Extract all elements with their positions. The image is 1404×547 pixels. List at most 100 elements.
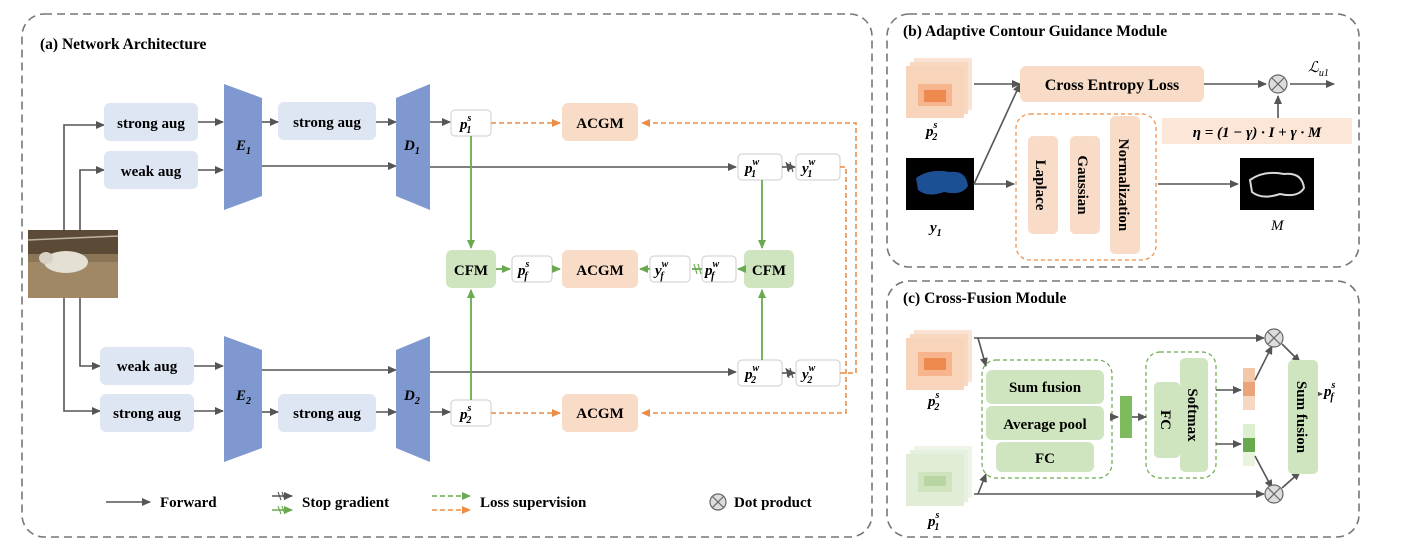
mask-m-label: M: [1270, 218, 1285, 234]
svg-text:Softmax: Softmax: [1184, 388, 1200, 442]
laplace-box: Laplace: [1028, 136, 1058, 234]
average-pool-box: Average pool: [986, 406, 1104, 440]
svg-text:Laplace: Laplace: [1032, 160, 1048, 211]
svg-text:Sum fusion: Sum fusion: [1009, 380, 1082, 396]
svg-text:ACGM: ACGM: [576, 263, 624, 279]
panel-a-border: [21, 13, 873, 538]
dot-product-node-c-bottom: [1264, 484, 1284, 504]
legend: Forward Stop gradient Loss supervision D…: [106, 491, 812, 515]
svg-text:Average pool: Average pool: [1003, 417, 1086, 433]
svg-text:D2: D2: [403, 388, 420, 407]
y1-label-b: y1: [928, 220, 942, 239]
aug-strong-1: strong aug: [104, 103, 198, 141]
svg-text:Gaussian: Gaussian: [1074, 155, 1090, 215]
dot-product-node-c-top: [1264, 328, 1284, 348]
aug-strong-mid-1: strong aug: [278, 102, 376, 140]
aug-strong-mid-2: strong aug: [278, 394, 376, 432]
loss-supervision-arrows: [491, 119, 857, 417]
forward-lines-aug: [194, 118, 737, 416]
acgm-box-top: ACGM: [562, 103, 638, 141]
feature-bar-green: [1120, 396, 1132, 438]
aug-weak-1: weak aug: [104, 151, 198, 189]
svg-text:Forward: Forward: [160, 495, 217, 511]
svg-text:strong aug: strong aug: [113, 406, 181, 422]
svg-text:pwf: pwf: [703, 259, 720, 282]
fc-box-c1: FC: [996, 442, 1094, 472]
svg-text:Sum fusion: Sum fusion: [1293, 381, 1309, 454]
svg-text:weak aug: weak aug: [121, 164, 182, 180]
svg-text:ps2: ps2: [458, 403, 472, 426]
svg-text:FC: FC: [1035, 451, 1055, 467]
dot-product-icon: [709, 493, 727, 511]
input-sheep-image: [27, 230, 119, 298]
panel-a-title: (a) Network Architecture: [40, 36, 207, 53]
acgm-inner-arrows: [973, 80, 1335, 188]
weight-bar-green: [1243, 424, 1255, 466]
svg-text:Normalization: Normalization: [1115, 139, 1131, 232]
fc-box-c2: FC: [1154, 382, 1180, 458]
svg-text:ps1: ps1: [458, 113, 472, 136]
normalization-box: Normalization: [1110, 116, 1140, 254]
dot-product-node-b: [1268, 74, 1288, 94]
stop-gradient-arrows: [782, 161, 796, 379]
y1-mask-image: [906, 158, 974, 210]
svg-text:strong aug: strong aug: [293, 406, 361, 422]
p1s-stack-image-c: [906, 446, 972, 506]
svg-text:strong aug: strong aug: [117, 116, 185, 132]
gaussian-box: Gaussian: [1070, 136, 1100, 234]
cfm-box-left: CFM: [446, 250, 496, 288]
panel-c-title: (c) Cross-Fusion Module: [903, 290, 1066, 307]
svg-text:Stop gradient: Stop gradient: [302, 495, 389, 511]
encoder-2: E2: [224, 336, 262, 462]
svg-text:CFM: CFM: [752, 263, 786, 279]
svg-text:pw1: pw1: [743, 157, 760, 180]
decoder-1: D1: [396, 84, 430, 210]
cfm-inner-arrows: [974, 334, 1323, 498]
svg-text:η = (1 − γ) · I + γ · M: η = (1 − γ) · I + γ · M: [1193, 125, 1322, 141]
cross-entropy-box: Cross Entropy Loss: [1020, 66, 1204, 102]
aug-strong-2: strong aug: [100, 394, 194, 432]
loss-u1-label: ℒu1: [1308, 60, 1329, 79]
svg-text:strong aug: strong aug: [293, 115, 361, 131]
sum-fusion-box-final: Sum fusion: [1288, 360, 1318, 474]
svg-text:ACGM: ACGM: [576, 406, 624, 422]
svg-text:CFM: CFM: [454, 263, 488, 279]
panel-b-title: (b) Adaptive Contour Guidance Module: [903, 23, 1167, 40]
eta-formula-box: η = (1 − γ) · I + γ · M: [1162, 118, 1352, 144]
svg-text:E1: E1: [235, 138, 251, 157]
acgm-box-mid: ACGM: [562, 250, 638, 288]
svg-text:yw1: yw1: [800, 157, 816, 180]
svg-text:ACGM: ACGM: [576, 116, 624, 132]
acgm-box-bottom: ACGM: [562, 394, 638, 432]
stop-gradient-legend-icon: [272, 491, 293, 515]
aug-weak-2: weak aug: [100, 347, 194, 385]
panel-b-border: [886, 13, 1360, 268]
softmax-box: Softmax: [1180, 358, 1208, 472]
svg-text:pw2: pw2: [743, 363, 760, 386]
p2s-stack-image-c: [906, 330, 972, 390]
forward-lines-input: [63, 121, 105, 415]
cfm-box-right: CFM: [744, 250, 794, 288]
p2s-stack-image-b: [906, 58, 972, 118]
svg-text:yw2: yw2: [800, 363, 816, 386]
svg-text:Cross Entropy Loss: Cross Entropy Loss: [1045, 77, 1180, 94]
svg-text:psf: psf: [516, 259, 530, 282]
svg-text:E2: E2: [235, 388, 251, 407]
svg-text:D1: D1: [403, 138, 420, 157]
svg-text:Dot product: Dot product: [734, 495, 812, 511]
decoder-2: D2: [396, 336, 430, 462]
filter-group-border: [1015, 113, 1157, 261]
contour-mask-image: [1240, 158, 1314, 210]
panel-c-border: [886, 280, 1360, 538]
